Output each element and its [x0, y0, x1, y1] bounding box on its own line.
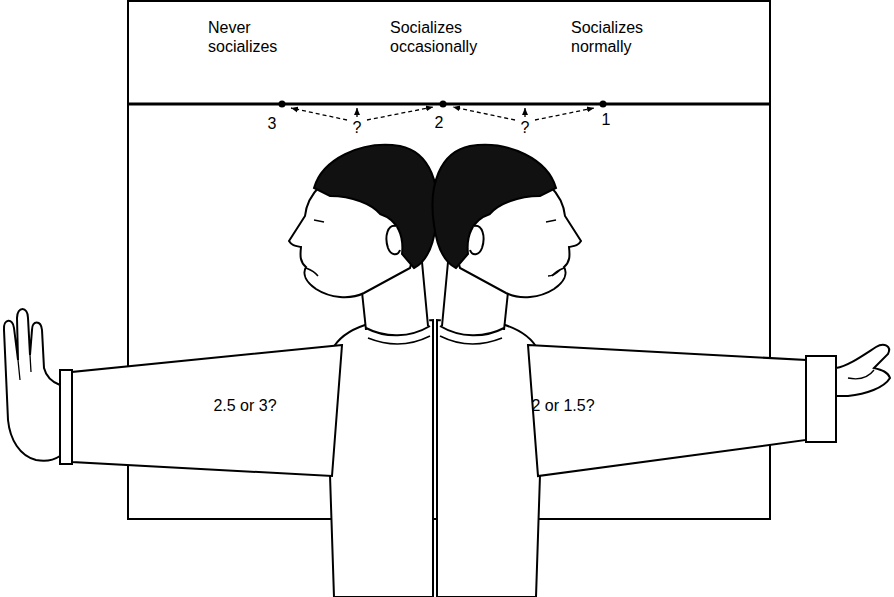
question-mark: ? [351, 118, 364, 137]
question-mark: ? [519, 118, 532, 137]
category-label: Socializes occasionally [390, 18, 490, 56]
scale-number: 1 [600, 110, 613, 129]
arm [528, 345, 890, 476]
smile [548, 270, 560, 276]
category-label: Socializes normally [571, 18, 671, 56]
arm-label: 2 or 1.5? [531, 396, 594, 415]
scale-point [600, 101, 607, 108]
arm [4, 309, 342, 476]
scale-point [279, 101, 286, 108]
arm-label: 2.5 or 3? [213, 396, 276, 415]
scale-number: 2 [433, 113, 446, 132]
category-label: Never socializes [208, 18, 308, 56]
scale-point [440, 101, 447, 108]
scale-number: 3 [266, 114, 279, 133]
scale-line [128, 103, 770, 106]
